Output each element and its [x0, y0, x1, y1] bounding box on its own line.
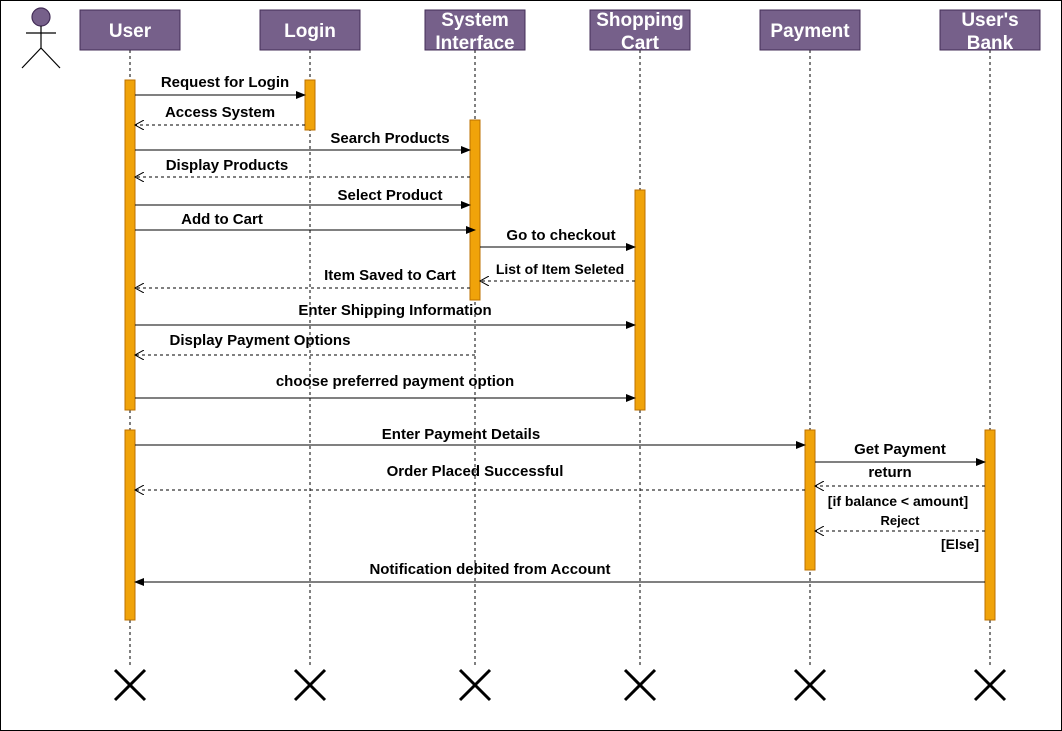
activation-bar-login	[304, 79, 316, 131]
message-label: Select Product	[337, 187, 442, 204]
message-label: Go to checkout	[506, 227, 615, 244]
destroy-x-icon-system	[458, 668, 492, 702]
guard-if-balance: [if balance < amount]	[828, 493, 968, 509]
message-2: Access System	[135, 104, 305, 125]
destruction-marks	[113, 668, 1007, 702]
message-label: Access System	[165, 104, 275, 121]
message-label: Display Products	[166, 157, 289, 174]
message-label: Reject	[880, 513, 920, 528]
destroy-x-icon-login	[293, 668, 327, 702]
message-label: List of Item Seleted	[496, 261, 624, 277]
message-label: Enter Shipping Information	[298, 302, 491, 319]
message-11: Display Payment Options	[135, 332, 475, 355]
message-13: Enter Payment Details	[135, 426, 806, 449]
participant-payment: Payment	[759, 9, 861, 51]
guards: [if balance < amount] [Else]	[828, 493, 979, 552]
activation-bar-user	[124, 79, 136, 411]
message-12: choose preferred payment option	[135, 373, 636, 402]
message-label: Search Products	[330, 130, 449, 147]
actor-icon	[21, 7, 61, 69]
message-label: return	[868, 464, 911, 481]
activation-bar-bank	[984, 429, 996, 621]
destroy-x-icon-cart	[623, 668, 657, 702]
message-5: Select Product	[135, 187, 471, 209]
destroy-x-icon-payment	[793, 668, 827, 702]
message-10: Enter Shipping Information	[135, 302, 636, 329]
message-label: choose preferred payment option	[276, 373, 514, 390]
message-label: Request for Login	[161, 74, 289, 91]
participant-label-user: User	[109, 21, 152, 42]
participant-login: Login	[259, 9, 361, 51]
message-4: Display Products	[135, 157, 470, 177]
message-label: Display Payment Options	[170, 332, 351, 349]
participant-label-system: System	[441, 10, 509, 31]
message-9: Item Saved to Cart	[135, 267, 470, 288]
participant-label-bank: User's	[961, 10, 1018, 31]
message-7: Go to checkout	[480, 227, 636, 251]
message-3: Search Products	[135, 130, 471, 154]
guard-else: [Else]	[941, 536, 979, 552]
destroy-x-icon-bank	[973, 668, 1007, 702]
participant-label-bank: Bank	[967, 33, 1014, 54]
destroy-x-icon-user	[113, 668, 147, 702]
participant-user: User	[79, 9, 181, 51]
message-17: Reject	[815, 513, 985, 531]
message-18: Notification debited from Account	[134, 561, 985, 586]
activation-bar-system	[469, 119, 481, 301]
message-16: Order Placed Successful	[135, 463, 805, 490]
activation-bars	[124, 79, 996, 621]
message-8: List of Item Seleted	[480, 261, 635, 281]
message-15: return	[815, 464, 985, 486]
message-label: Item Saved to Cart	[324, 267, 456, 284]
message-label: Enter Payment Details	[382, 426, 540, 443]
participant-label-cart: Shopping	[596, 10, 684, 31]
message-label: Order Placed Successful	[387, 463, 564, 480]
message-14: Get Payment	[815, 441, 986, 466]
participant-label-login: Login	[284, 21, 336, 42]
message-6: Add to Cart	[135, 211, 476, 234]
message-label: Add to Cart	[181, 211, 263, 228]
activation-bar-cart	[634, 189, 646, 411]
participant-label-system: Interface	[435, 33, 514, 54]
activation-bar-user	[124, 429, 136, 621]
message-label: Notification debited from Account	[369, 561, 610, 578]
message-1: Request for Login	[135, 74, 306, 99]
participant-label-payment: Payment	[770, 21, 850, 42]
participant-label-cart: Cart	[621, 33, 660, 54]
message-label: Get Payment	[854, 441, 946, 458]
activation-bar-payment	[804, 429, 816, 571]
